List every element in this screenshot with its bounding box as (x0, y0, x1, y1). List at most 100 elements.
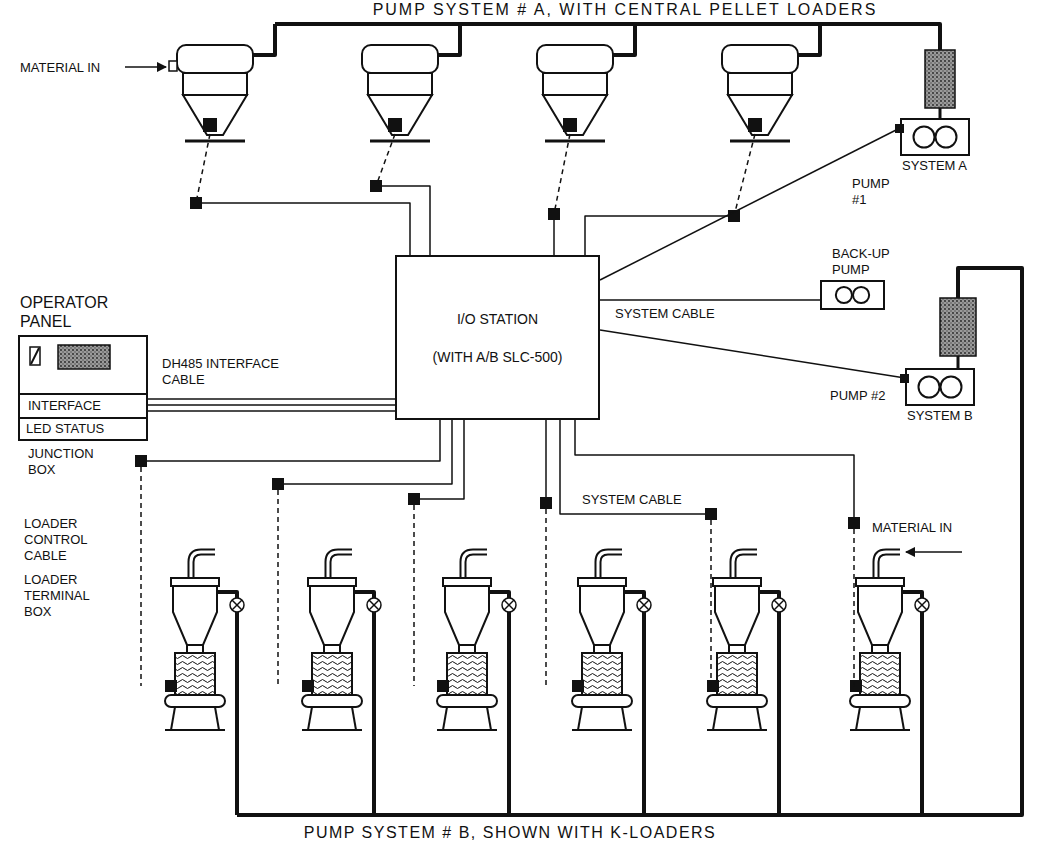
system-cable-label: SYSTEM CABLE (582, 492, 692, 508)
valve (367, 598, 381, 612)
loader-lid (177, 45, 253, 73)
pump-box: SYSTEM B (905, 368, 975, 406)
inlet-tube (598, 552, 622, 578)
loader-lid (308, 578, 356, 586)
vacuum-line (902, 592, 922, 598)
inlet-tube (463, 552, 487, 578)
vacuum-line (939, 108, 942, 118)
pump-box: BACK-UP PUMP (820, 280, 885, 310)
pump-box: SYSTEM A (900, 118, 970, 156)
junction-box (548, 208, 560, 220)
junction-box (540, 497, 552, 509)
loader-terminal-box (302, 680, 314, 692)
junction-box (370, 180, 382, 192)
loader-base (707, 695, 767, 707)
cable-label: PUMP #2 (830, 388, 892, 404)
loader-control-cable (140, 467, 142, 686)
valve-cross (639, 600, 649, 610)
inlet-tube (328, 552, 352, 578)
loader-leg (215, 707, 219, 730)
loader-terminal-box (437, 680, 449, 692)
loader-terminal-box-label: LOADER TERMINAL BOX (24, 572, 114, 620)
pump-rotor (836, 287, 852, 303)
loader-foot (850, 729, 910, 731)
vacuum-line (507, 612, 511, 815)
system-cable (382, 186, 430, 255)
inlet-tube (191, 552, 215, 578)
loader-flange (730, 140, 790, 143)
loader-body (183, 73, 247, 95)
valve-cross (232, 600, 242, 610)
inlet-tube (191, 552, 215, 578)
loader-lid (578, 578, 626, 586)
loader-base (302, 695, 362, 707)
inlet-tube (598, 552, 622, 578)
vacuum-line (759, 592, 779, 598)
cable-connector (148, 404, 395, 406)
cable-conductor (148, 398, 395, 400)
filter (925, 50, 955, 108)
loader-chamber (582, 653, 622, 695)
junction-box (190, 197, 202, 209)
diagram-caption: PUMP SYSTEM # B, SHOWN WITH K-LOADERS (200, 823, 820, 842)
pump-rotor (919, 377, 940, 398)
loader-neck (459, 645, 475, 653)
pump-symbol (907, 370, 973, 404)
junction-box (705, 508, 717, 520)
junction-box (895, 124, 904, 133)
loader-terminal-box (707, 680, 719, 692)
loader-lid (443, 578, 491, 586)
loader-neck (324, 645, 340, 653)
vacuum-line (372, 612, 376, 815)
panel-heading: OPERATOR PANEL (20, 293, 145, 331)
vacuum-line (777, 612, 781, 815)
vacuum-line (237, 268, 1022, 815)
valve-cross (917, 600, 927, 610)
loader-chamber (312, 653, 352, 695)
io-station: I/O STATION(WITH A/B SLC-500) (395, 255, 600, 420)
junction-box (848, 517, 860, 529)
inlet-tube (733, 552, 757, 578)
junction-box (135, 455, 147, 467)
pump-rotor (941, 377, 962, 398)
loader-body (715, 586, 759, 645)
loader-cone (368, 95, 432, 135)
vacuum-line (920, 612, 924, 815)
valve (230, 598, 244, 612)
inlet-tube (876, 552, 900, 578)
system-cable (560, 420, 705, 514)
system-cable (420, 420, 464, 499)
pump-symbol (822, 282, 883, 308)
loader-control-cable (850, 529, 854, 686)
loader-sensor (563, 118, 577, 132)
loader-sensor (203, 118, 217, 132)
display-screen (58, 345, 110, 369)
loader-terminal-box (165, 680, 177, 692)
loader-cone (543, 95, 607, 135)
filter (940, 298, 976, 356)
loader-leg (713, 707, 717, 730)
loader-leg (856, 707, 860, 730)
system-cable (147, 420, 440, 461)
loader-base (165, 695, 225, 707)
junction-box-label: JUNCTION BOX (28, 446, 108, 478)
loader-body (173, 586, 217, 645)
system-cable (575, 420, 854, 517)
loader-terminal-box (572, 680, 584, 692)
vacuum-line (957, 356, 960, 368)
material-in-label: MATERIAL IN (20, 60, 125, 76)
pump-symbol (902, 120, 968, 154)
vacuum-line (624, 592, 644, 598)
valve-cross (369, 600, 379, 610)
loader-control-cable (554, 134, 570, 214)
cable-conductor (148, 410, 395, 412)
vacuum-line (235, 612, 239, 815)
inlet-tube (328, 552, 352, 578)
loader-leg (757, 707, 761, 730)
key-switch (30, 347, 40, 365)
loader-lid (171, 578, 219, 586)
loader-leg (487, 707, 491, 730)
io-subtitle: (WITH A/B SLC-500) (433, 349, 563, 365)
